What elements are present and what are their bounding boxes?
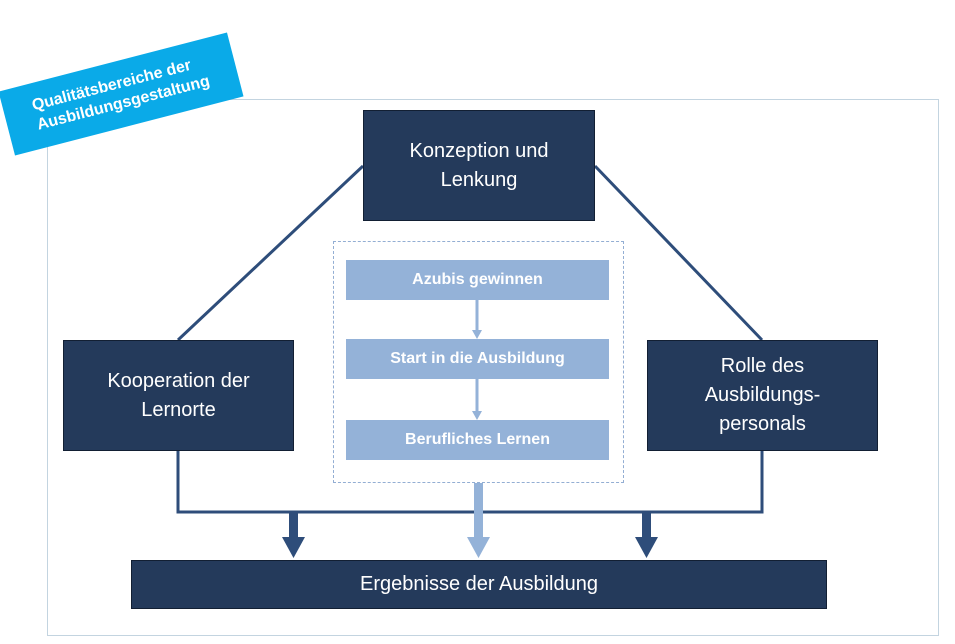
arrow-right-shaft bbox=[642, 512, 651, 538]
diagram-frame bbox=[47, 99, 939, 636]
step-start-ausbildung: Start in die Ausbildung bbox=[346, 339, 609, 379]
arrow-left-shaft bbox=[289, 512, 298, 538]
connector-top-left bbox=[176, 164, 365, 342]
connector-bottom-bracket bbox=[176, 451, 764, 514]
arrow-left-head bbox=[282, 537, 305, 558]
process-group bbox=[333, 241, 624, 483]
box-ergebnisse: Ergebnisse der Ausbildung bbox=[131, 560, 827, 609]
box-rolle-label: Rolle des Ausbildungs- personals bbox=[704, 355, 821, 435]
step-arrow-1-head bbox=[472, 330, 482, 339]
step-1-label: Azubis gewinnen bbox=[412, 271, 543, 288]
box-ergebnisse-label: Ergebnisse der Ausbildung bbox=[360, 573, 598, 595]
arrow-center-head bbox=[467, 537, 490, 558]
box-rolle: Rolle des Ausbildungs- personals bbox=[647, 340, 878, 451]
step-arrow-2-head bbox=[472, 411, 482, 420]
box-konzeption-label: Konzeption und Lenkung bbox=[409, 139, 549, 191]
step-azubis-gewinnen: Azubis gewinnen bbox=[346, 260, 609, 300]
step-3-label: Berufliches Lernen bbox=[405, 431, 550, 448]
step-berufliches-lernen: Berufliches Lernen bbox=[346, 420, 609, 460]
connector-top-right bbox=[593, 164, 764, 342]
box-kooperation: Kooperation der Lernorte bbox=[63, 340, 294, 451]
box-kooperation-label: Kooperation der Lernorte bbox=[107, 369, 250, 421]
box-konzeption: Konzeption und Lenkung bbox=[363, 110, 595, 221]
step-2-label: Start in die Ausbildung bbox=[390, 350, 565, 367]
arrow-right-head bbox=[635, 537, 658, 558]
arrow-center-shaft bbox=[474, 483, 483, 538]
